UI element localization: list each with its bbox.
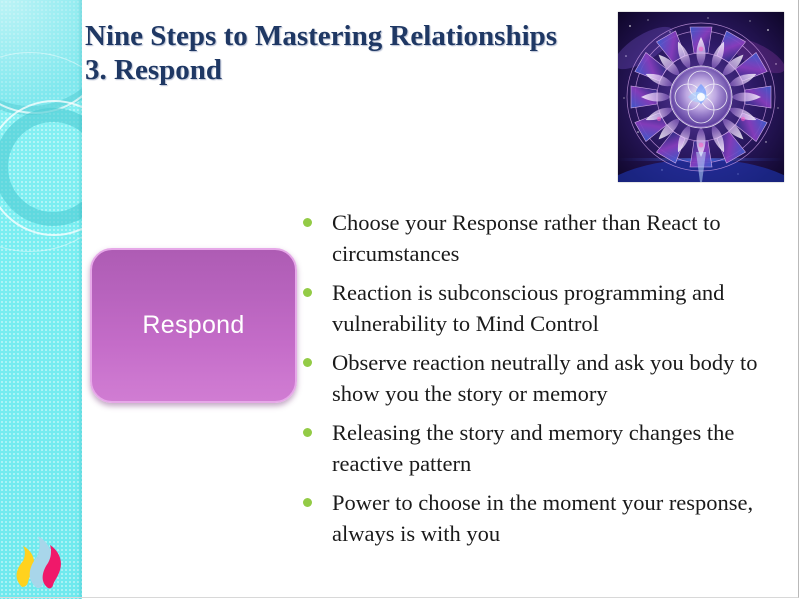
flame-logo-icon — [16, 536, 61, 589]
bullet-dot-icon — [303, 358, 312, 367]
bullet-text: Choose your Response rather than React t… — [332, 210, 721, 266]
bullet-dot-icon — [303, 218, 312, 227]
band-edge-shadow — [77, 0, 82, 599]
list-item: Reaction is subconscious programming and… — [303, 277, 790, 339]
bullet-text: Releasing the story and memory changes t… — [332, 420, 735, 476]
title-line-1: Nine Steps to Mastering Relationships — [85, 20, 558, 52]
decorative-cyan-band — [0, 0, 82, 599]
bullet-text: Observe reaction neutrally and ask you b… — [332, 350, 758, 406]
list-item: Choose your Response rather than React t… — [303, 207, 790, 269]
bullet-text: Reaction is subconscious programming and… — [332, 280, 725, 336]
bullet-list: Choose your Response rather than React t… — [303, 207, 790, 557]
list-item: Releasing the story and memory changes t… — [303, 417, 790, 479]
cosmic-mandala-image — [618, 12, 784, 182]
band-arc-thin-bottom — [0, 100, 82, 236]
title-line-2: 3. Respond — [85, 54, 222, 86]
band-sheen — [0, 0, 82, 120]
respond-shape[interactable]: Respond — [90, 248, 297, 403]
flame-logo — [8, 529, 64, 591]
bullet-dot-icon — [303, 428, 312, 437]
bullet-dot-icon — [303, 498, 312, 507]
respond-shape-label: Respond — [142, 311, 245, 339]
page-title: Nine Steps to Mastering Relationships 3.… — [85, 19, 610, 87]
list-item: Power to choose in the moment your respo… — [303, 487, 790, 549]
list-item: Observe reaction neutrally and ask you b… — [303, 347, 790, 409]
bullet-dot-icon — [303, 288, 312, 297]
mandala-artwork — [618, 12, 784, 182]
bullet-text: Power to choose in the moment your respo… — [332, 490, 754, 546]
